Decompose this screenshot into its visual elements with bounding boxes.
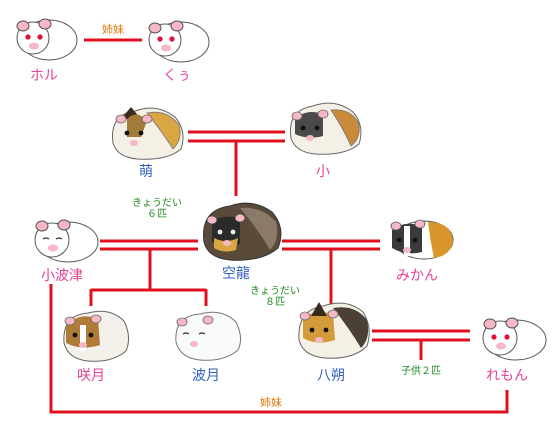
guinea-pig-kuuryu-icon xyxy=(203,202,282,261)
guinea-pig-sho-icon xyxy=(289,102,362,155)
name-label-sakizuki: 咲月 xyxy=(77,368,105,384)
guinea-pig-lemon-icon xyxy=(482,317,547,361)
siblings-count-label-1: きょうだい ６匹 xyxy=(132,198,182,220)
name-label-hazuki: 波月 xyxy=(192,368,220,384)
name-label-moe: 萌 xyxy=(139,164,153,180)
guinea-pig-hazuki-icon xyxy=(175,311,242,361)
siblings-label-text: きょうだい xyxy=(132,198,182,209)
siblings-count-text: ６匹 xyxy=(147,209,167,220)
children-count-label: 子供２匹 xyxy=(401,366,441,377)
name-label-sho: 小 xyxy=(316,164,330,180)
siblings-label-text: きょうだい xyxy=(250,286,300,297)
name-label-lemon: れもん xyxy=(486,368,528,384)
guinea-pig-kuxa-icon xyxy=(148,20,210,63)
name-label-hassaku: 八朔 xyxy=(317,368,345,384)
name-label-kuuryu: 空龍 xyxy=(222,266,250,282)
name-label-mikan: みかん xyxy=(396,268,438,284)
name-label-kobatsu: 小波津 xyxy=(41,268,83,284)
sisters-label-top: 姉妹 xyxy=(102,23,124,36)
sisters-label-bottom: 姉妹 xyxy=(260,396,282,409)
name-label-kuxa: くぅ xyxy=(163,68,191,84)
guinea-pig-hassaku-icon xyxy=(298,302,370,359)
guinea-pig-mikan-icon xyxy=(390,219,454,260)
guinea-pig-moe-icon xyxy=(111,107,184,160)
guinea-pig-sakizuki-icon xyxy=(63,310,130,362)
siblings-count-label-2: きょうだい ８匹 xyxy=(250,286,300,308)
name-label-horu: ホル xyxy=(30,68,58,84)
guinea-pig-kobatsu-icon xyxy=(34,219,99,263)
siblings-count-text: ８匹 xyxy=(265,297,285,308)
sister-line-bottom xyxy=(49,284,509,414)
guinea-pig-horu-icon xyxy=(16,18,78,61)
